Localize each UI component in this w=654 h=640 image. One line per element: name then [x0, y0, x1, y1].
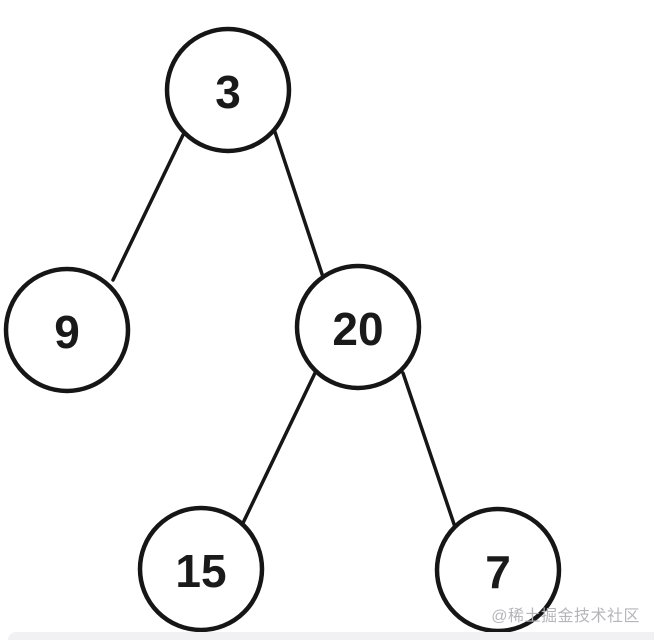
tree-edge-right-right-right: [401, 371, 457, 529]
bottom-panel-edge: [8, 632, 654, 640]
tree-node-value: 20: [332, 303, 383, 355]
tree-edge-right-right-left: [241, 371, 317, 525]
tree-node-circle: [434, 506, 562, 634]
tree-node-value: 3: [215, 66, 241, 118]
tree-edge-root-right: [273, 130, 325, 279]
tree-node-circle: [164, 26, 292, 154]
tree-node-circle: [137, 505, 265, 633]
tree-edge-root-left: [111, 133, 185, 282]
tree-node-left: 9: [3, 266, 131, 394]
tree-node-circle: [3, 266, 131, 394]
tree-node-circle: [294, 263, 422, 391]
tree-node-right: 20: [294, 263, 422, 391]
watermark-text: @稀土掘金技术社区: [491, 608, 640, 625]
tree-node-right-right: 7: [434, 506, 562, 634]
tree-node-value: 7: [485, 546, 511, 598]
tree-node-value: 9: [54, 306, 80, 358]
tree-node-right-left: 15: [137, 505, 265, 633]
tree-node-value: 15: [175, 545, 226, 597]
tree-node-root: 3: [164, 26, 292, 154]
